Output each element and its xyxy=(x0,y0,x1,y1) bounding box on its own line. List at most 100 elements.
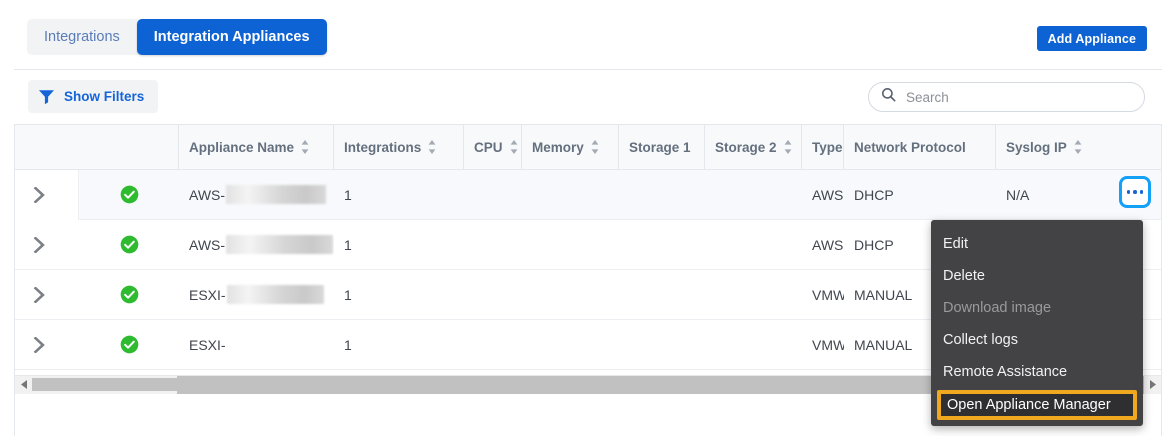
tab-integration-appliances[interactable]: Integration Appliances xyxy=(136,19,327,55)
scrollbar-track[interactable] xyxy=(32,375,1144,394)
cell-memory xyxy=(522,320,619,370)
cell-value: 1 xyxy=(344,236,352,253)
menu-item-label: Download image xyxy=(943,300,1052,316)
caret-right-icon[interactable] xyxy=(1144,375,1161,394)
cell-storage2 xyxy=(705,270,802,320)
tab-group: Integrations Integration Appliances xyxy=(27,19,327,55)
sort-arrows-icon[interactable] xyxy=(301,140,309,154)
column-header-appliance-name[interactable]: Appliance Name xyxy=(179,124,334,170)
show-filters-button[interactable]: Show Filters xyxy=(28,80,159,113)
column-header-storage-2[interactable]: Storage 2 xyxy=(705,124,802,170)
redacted-appliance-name xyxy=(226,185,327,204)
sort-arrows-icon[interactable] xyxy=(510,140,518,154)
sort-arrows-icon[interactable] xyxy=(1074,140,1082,154)
appliance-name-cell: AWS- xyxy=(179,170,334,220)
menu-item-delete[interactable]: Delete xyxy=(931,260,1143,292)
chevron-right-icon[interactable] xyxy=(33,286,46,303)
menu-item-open-appliance-manager[interactable]: Open Appliance Manager xyxy=(937,390,1137,420)
sort-arrows-icon[interactable] xyxy=(428,140,436,154)
cell-cpu xyxy=(464,220,522,270)
cell-value: MANUAL xyxy=(854,286,913,303)
cell-storage1 xyxy=(619,220,705,270)
menu-item-label: Collect logs xyxy=(943,332,1018,348)
cell-storage2 xyxy=(705,170,802,220)
column-header-label: Syslog IP xyxy=(1006,139,1067,155)
scrollbar-thumb[interactable] xyxy=(32,377,177,391)
cell-memory xyxy=(522,170,619,220)
cell-network_protocol: MANUAL xyxy=(844,320,996,370)
cell-type: VMW xyxy=(802,270,844,320)
cell-cpu xyxy=(464,320,522,370)
appliance-name-prefix: ESXI- xyxy=(189,286,226,303)
menu-item-download-image: Download image xyxy=(931,292,1143,324)
cell-memory xyxy=(522,270,619,320)
column-header-integrations[interactable]: Integrations xyxy=(334,124,464,170)
column-header-label: CPU xyxy=(474,139,503,155)
cell-value: DHCP xyxy=(854,186,894,203)
appliance-name-prefix: AWS- xyxy=(189,236,226,253)
horizontal-scrollbar[interactable] xyxy=(15,375,1161,394)
cell-storage2 xyxy=(705,220,802,270)
row-expand-toggle[interactable] xyxy=(15,320,79,370)
cell-syslog_ip: N/A xyxy=(996,170,1092,220)
appliance-name-cell: AWS- xyxy=(179,220,334,270)
show-filters-label: Show Filters xyxy=(64,89,145,104)
column-header-memory[interactable]: Memory xyxy=(522,124,619,170)
row-expand-toggle[interactable] xyxy=(15,220,79,270)
tab-integration-appliances-label: Integration Appliances xyxy=(153,29,310,45)
chevron-right-icon[interactable] xyxy=(33,336,46,353)
column-header-cpu[interactable]: CPU xyxy=(464,124,522,170)
menu-item-edit[interactable]: Edit xyxy=(931,228,1143,260)
caret-left-icon[interactable] xyxy=(15,375,32,394)
cell-value: MANUAL xyxy=(854,336,913,353)
column-header-label: Storage 2 xyxy=(715,139,777,155)
column-header-label: Storage 1 xyxy=(629,139,691,155)
search-icon xyxy=(881,87,896,107)
cell-type: VMW xyxy=(802,320,844,370)
cell-storage1 xyxy=(619,320,705,370)
cell-network_protocol: DHCP xyxy=(844,170,996,220)
menu-item-collect-logs[interactable]: Collect logs xyxy=(931,324,1143,356)
tab-integrations-label: Integrations xyxy=(44,29,120,45)
menu-item-remote-assistance[interactable]: Remote Assistance xyxy=(931,356,1143,388)
menu-item-label: Open Appliance Manager xyxy=(947,397,1111,413)
search-input[interactable] xyxy=(906,89,1132,105)
column-header-syslog-ip[interactable]: Syslog IP xyxy=(996,124,1092,170)
row-expand-toggle[interactable] xyxy=(15,169,79,220)
column-header-blank xyxy=(79,124,179,170)
scrollbar-track-rest xyxy=(177,375,1144,394)
status-cell xyxy=(79,220,179,270)
menu-item-label: Edit xyxy=(943,236,968,252)
healthy-check-icon xyxy=(120,185,139,204)
column-header-blank xyxy=(15,124,79,170)
tab-integrations[interactable]: Integrations xyxy=(27,19,137,55)
cell-value: 1 xyxy=(344,286,352,303)
healthy-check-icon xyxy=(120,335,139,354)
healthy-check-icon xyxy=(120,285,139,304)
status-cell xyxy=(79,320,179,370)
cell-value: VMW xyxy=(812,336,844,353)
cell-value: 1 xyxy=(344,336,352,353)
search-box[interactable] xyxy=(868,82,1145,112)
cell-type: AWS xyxy=(802,220,844,270)
column-header-storage-1: Storage 1 xyxy=(619,124,705,170)
menu-item-label: Delete xyxy=(943,268,985,284)
cell-value: N/A xyxy=(1006,186,1030,203)
cell-storage2 xyxy=(705,320,802,370)
cell-network_protocol: MANUAL xyxy=(844,270,996,320)
healthy-check-icon xyxy=(120,235,139,254)
row-actions-kebab-button[interactable] xyxy=(1119,176,1151,208)
cell-memory xyxy=(522,220,619,270)
cell-cpu xyxy=(464,270,522,320)
sort-arrows-icon[interactable] xyxy=(784,140,792,154)
add-appliance-button[interactable]: Add Appliance xyxy=(1036,26,1147,51)
row-expand-toggle[interactable] xyxy=(15,270,79,320)
cell-network_protocol: DHCP xyxy=(844,220,996,270)
sort-arrows-icon[interactable] xyxy=(591,140,599,154)
chevron-right-icon[interactable] xyxy=(33,186,46,203)
redacted-appliance-name xyxy=(226,235,334,254)
chevron-right-icon[interactable] xyxy=(33,236,46,253)
status-cell xyxy=(79,170,179,220)
